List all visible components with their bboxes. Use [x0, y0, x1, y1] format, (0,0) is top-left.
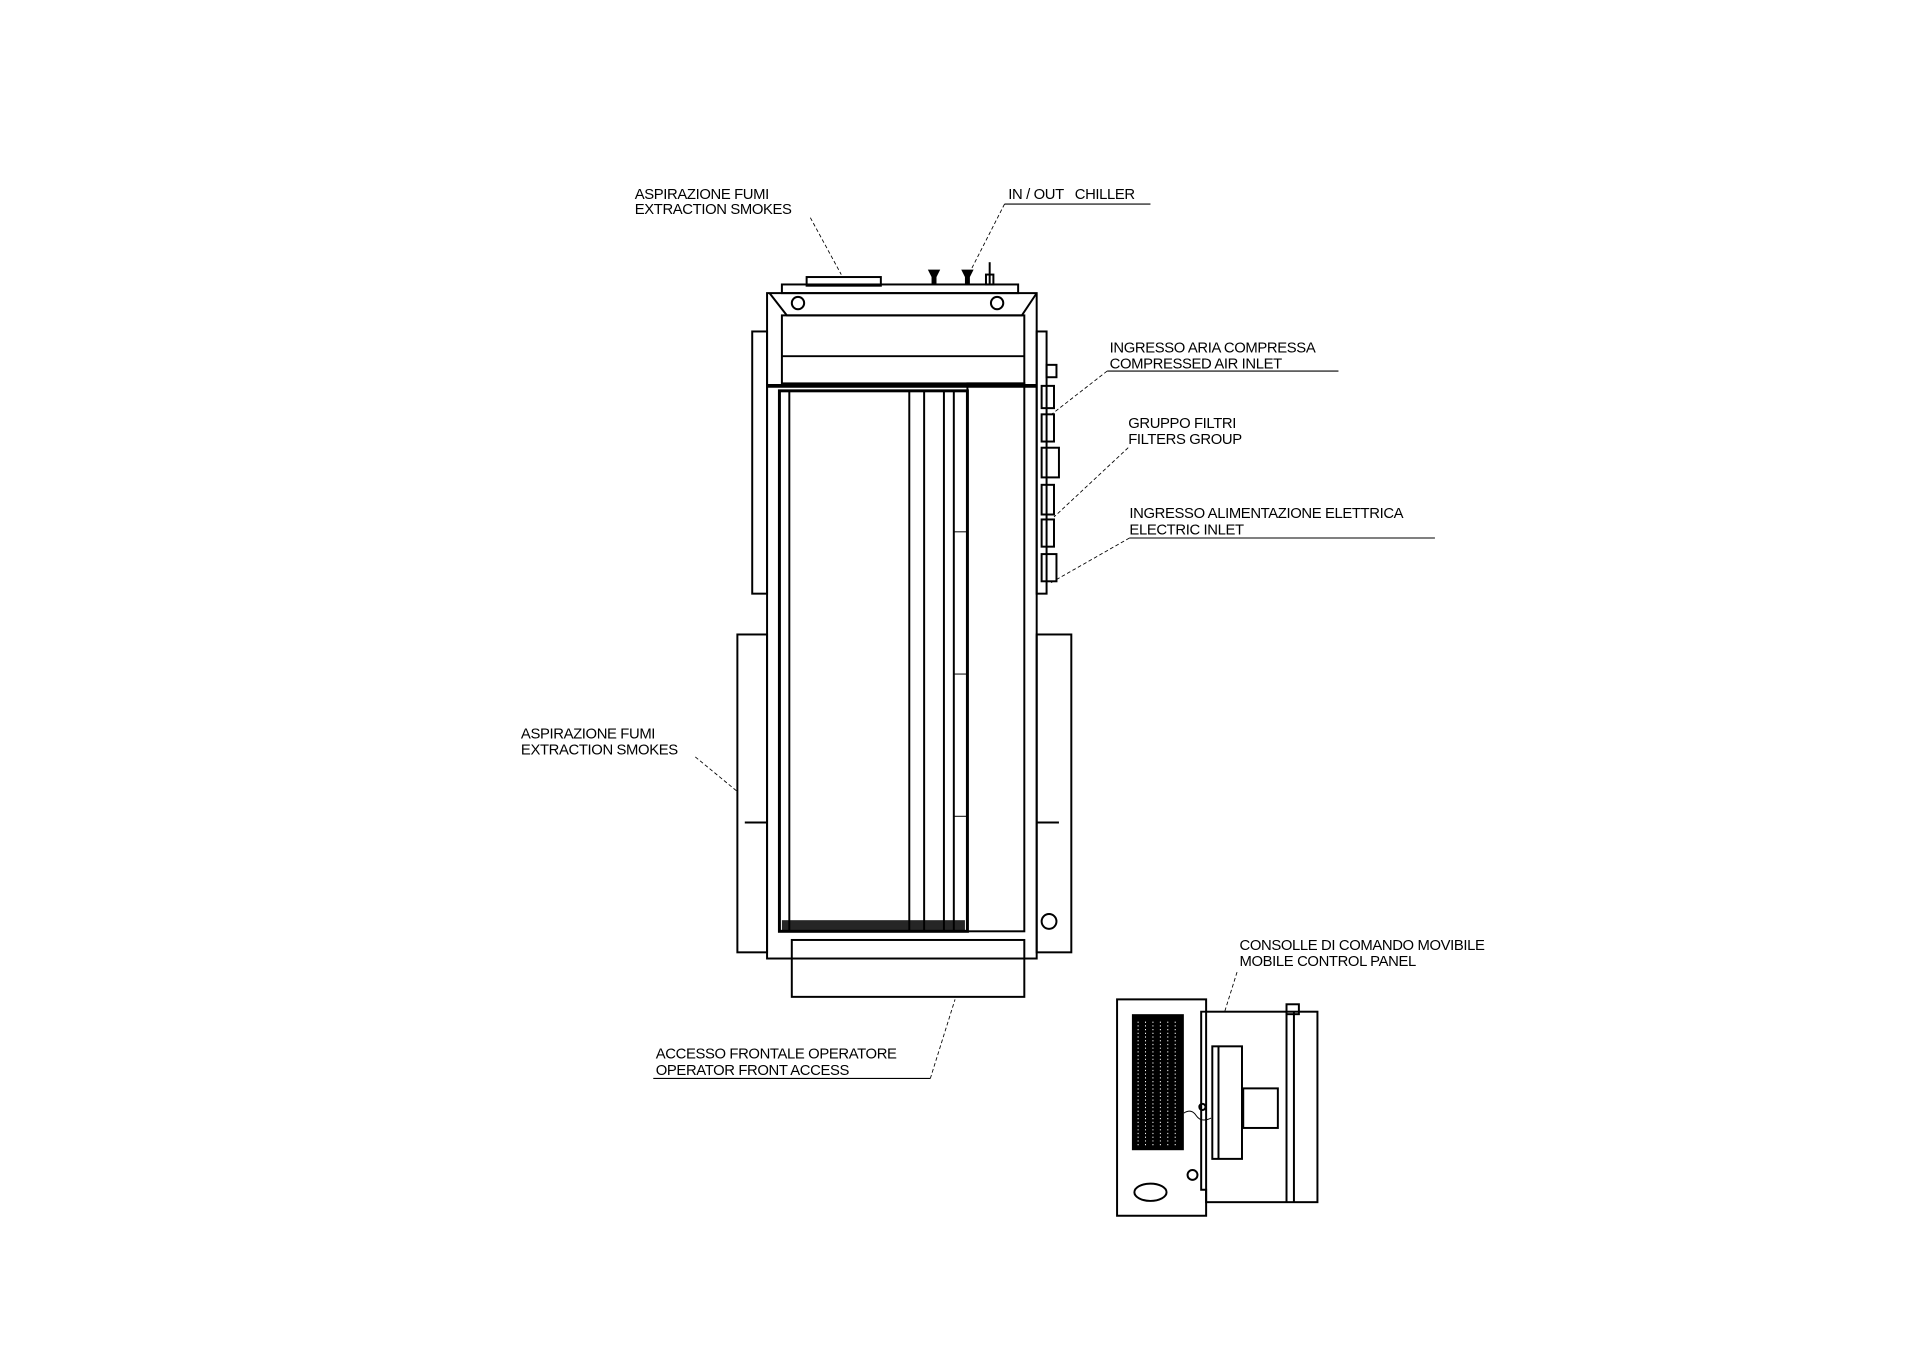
front-access-platform	[790, 938, 1026, 998]
label-air-inlet-en: COMPRESSED AIR INLET	[1110, 357, 1283, 373]
side-utilities	[1040, 363, 1060, 583]
label-filters-en: FILTERS GROUP	[1128, 432, 1242, 448]
bolt-icon	[989, 295, 1005, 311]
bolt-icon	[790, 295, 806, 311]
label-console-en: MOBILE CONTROL PANEL	[1240, 954, 1416, 970]
monitor-icon	[1211, 1045, 1243, 1160]
knob-icon	[1186, 1169, 1199, 1181]
left-smoke-box	[736, 633, 769, 954]
top-compartment	[780, 314, 1026, 385]
chiller-fittings	[927, 262, 995, 286]
label-top-smokes-it: ASPIRAZIONE FUMI	[635, 187, 769, 203]
top-smoke-duct	[805, 276, 882, 287]
label-top-smokes-en: EXTRACTION SMOKES	[635, 202, 792, 218]
label-electric-en: ELECTRIC INLET	[1129, 522, 1244, 538]
label-air-inlet-it: INGRESSO ARIA COMPRESSA	[1110, 340, 1316, 356]
work-chamber	[777, 389, 969, 933]
right-side-panel	[1035, 330, 1048, 595]
right-column	[966, 382, 1026, 933]
mobile-console	[1116, 998, 1319, 1217]
label-front-access-en: OPERATOR FRONT ACCESS	[656, 1063, 850, 1079]
keyboard-icon	[1131, 1014, 1184, 1151]
label-filters-it: GRUPPO FILTRI	[1128, 416, 1236, 432]
leader-lines	[653, 203, 1435, 1080]
label-front-access-it: ACCESSO FRONTALE OPERATORE	[656, 1047, 897, 1063]
label-chiller: IN / OUT CHILLER	[1008, 187, 1135, 203]
machine-top-view	[736, 262, 1073, 998]
label-side-smokes-en: EXTRACTION SMOKES	[521, 742, 678, 758]
right-side-box	[1035, 633, 1073, 954]
left-side-panel	[751, 330, 769, 595]
emergency-button-icon	[1133, 1182, 1168, 1202]
label-electric-it: INGRESSO ALIMENTAZIONE ELETTRICA	[1129, 506, 1403, 522]
main-frame	[766, 292, 1038, 960]
label-side-smokes-it: ASPIRAZIONE FUMI	[521, 726, 655, 742]
label-console-it: CONSOLLE DI COMANDO MOVIBILE	[1240, 938, 1486, 954]
